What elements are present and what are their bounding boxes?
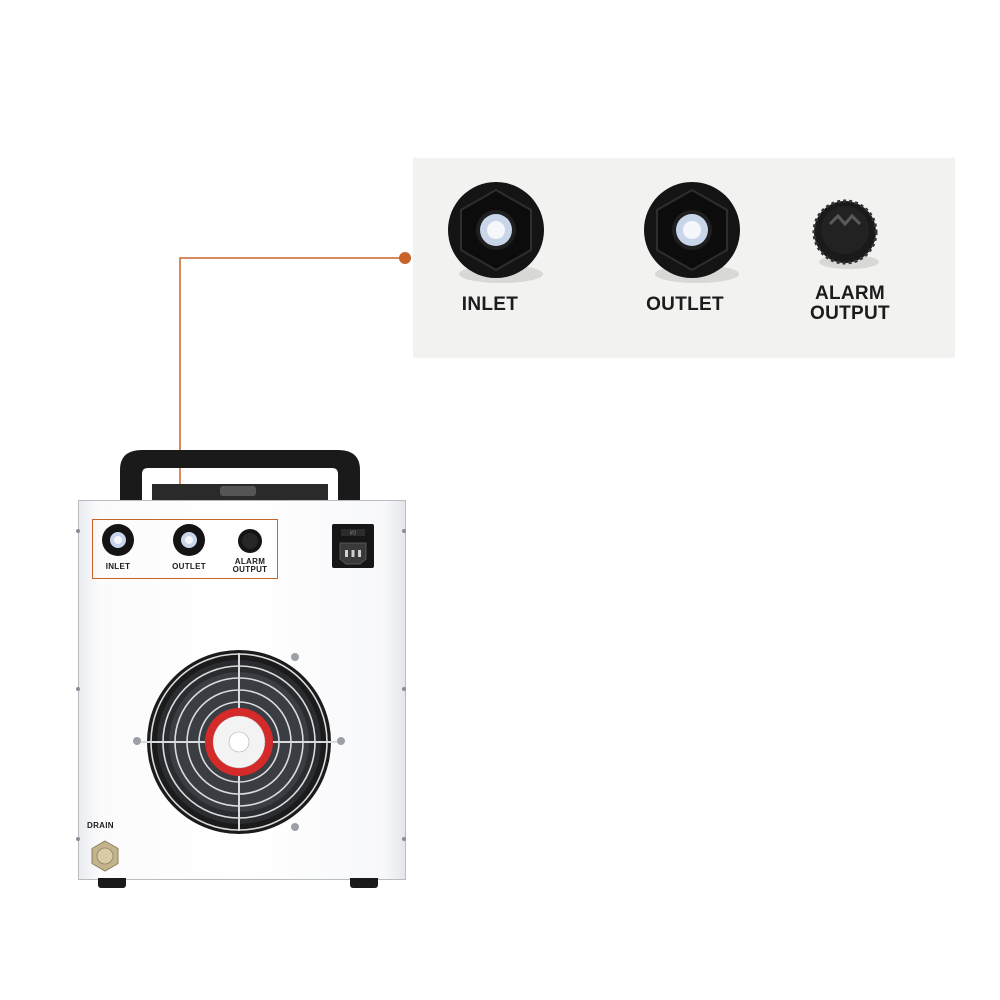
hex-fitting-icon	[448, 182, 544, 283]
chiller-case: INLET OUTLET ALARM OUTPUT I/O	[76, 500, 406, 880]
zoom-inlet-label: INLET	[461, 294, 519, 315]
case-screw	[402, 529, 406, 533]
case-screw	[76, 529, 80, 533]
case-foot	[98, 878, 126, 888]
hex-fitting-icon[interactable]	[171, 522, 207, 558]
zoom-outlet-label: OUTLET	[646, 294, 724, 315]
svg-text:I/O: I/O	[350, 531, 357, 537]
round-cap-icon[interactable]	[237, 528, 263, 554]
case-screw	[402, 687, 406, 691]
callout-line	[179, 257, 405, 520]
outlet-label: OUTLET	[172, 562, 206, 571]
case-screw	[402, 837, 406, 841]
zoom-alarm-output-label: ALARM OUTPUT	[810, 283, 890, 324]
port-highlight-frame	[92, 519, 278, 579]
case-screw	[76, 687, 80, 691]
drain-label: DRAIN	[87, 821, 114, 830]
round-cap-icon	[812, 199, 879, 269]
drain-valve-icon[interactable]	[89, 840, 121, 872]
zoom-panel: INLET OUTLET ALARM OUTPUT	[413, 158, 955, 358]
hex-fitting-icon	[644, 182, 740, 283]
callout-dot	[399, 252, 411, 264]
case-screw	[76, 837, 80, 841]
power-socket-icon[interactable]: I/O	[331, 523, 375, 569]
hex-fitting-icon[interactable]	[100, 522, 136, 558]
case-foot	[350, 878, 378, 888]
fan-icon	[133, 650, 345, 834]
inlet-label: INLET	[105, 562, 131, 571]
alarm-output-label: ALARM OUTPUT	[232, 557, 268, 575]
carry-handle	[120, 450, 360, 502]
